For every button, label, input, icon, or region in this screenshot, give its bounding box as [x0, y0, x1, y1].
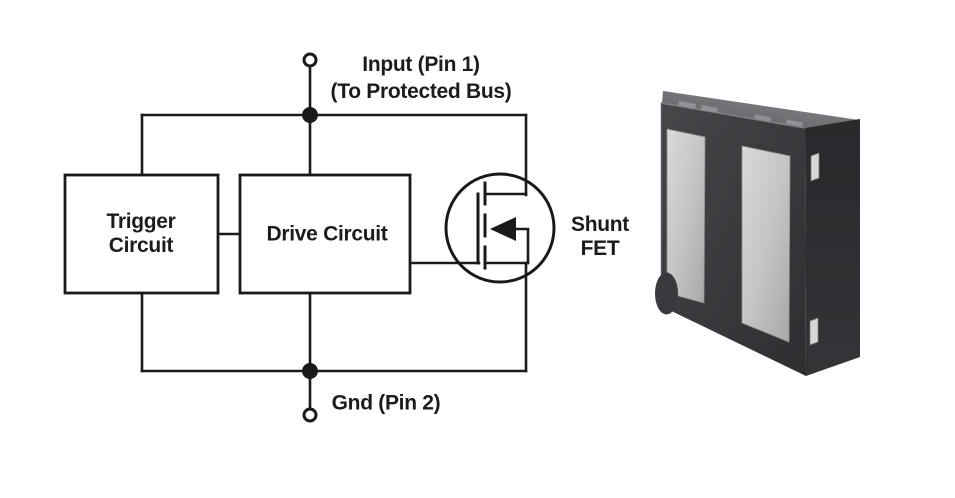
- drive-circuit-box: [238, 173, 412, 295]
- shunt-fet-label-line1: Shunt: [571, 213, 629, 236]
- input-pin-label-line2: (To Protected Bus): [330, 80, 512, 103]
- package-pin1-notch: [655, 272, 678, 315]
- package-top-edge-highlight: [660, 102, 806, 129]
- gnd-pin-terminal: [302, 407, 318, 423]
- trigger-circuit-label-line1: Trigger: [106, 210, 176, 233]
- package-top-marks: [678, 101, 803, 127]
- junction-dot-bottom: [302, 363, 318, 379]
- package-top-face: [662, 91, 859, 128]
- package-pad-right: [741, 145, 791, 343]
- mosfet-arrow-icon: [490, 217, 516, 241]
- drive-circuit-label: Drive Circuit: [266, 222, 388, 246]
- package-top-mark: [754, 114, 771, 122]
- input-pin-label-line1: Input (Pin 1): [362, 53, 480, 76]
- gnd-pin-label: Gnd (Pin 2): [331, 391, 441, 415]
- package-photo: [655, 91, 860, 376]
- shunt-fet-label: Shunt FET: [571, 213, 629, 261]
- mosfet-symbol: [476, 181, 530, 276]
- mosfet-body-tie: [513, 227, 530, 265]
- package-top-mark: [786, 119, 803, 127]
- wires: [140, 64, 528, 411]
- shunt-fet-label-line2: FET: [580, 237, 620, 260]
- trigger-circuit-label: Trigger Circuit: [106, 210, 175, 258]
- junction-dot-top: [302, 107, 318, 123]
- package-side-terminal-top: [810, 152, 820, 182]
- input-pin-label: Input (Pin 1) (To Protected Bus): [331, 51, 512, 105]
- package-pad-left: [666, 128, 706, 304]
- package-side-terminal-bottom: [809, 317, 819, 346]
- package-top-mark: [678, 101, 696, 109]
- package-side-face: [805, 119, 860, 376]
- trigger-circuit-label-line2: Circuit: [108, 234, 174, 257]
- input-pin-terminal: [302, 52, 318, 68]
- package-top-mark: [701, 105, 718, 113]
- trigger-circuit-box: [63, 173, 220, 295]
